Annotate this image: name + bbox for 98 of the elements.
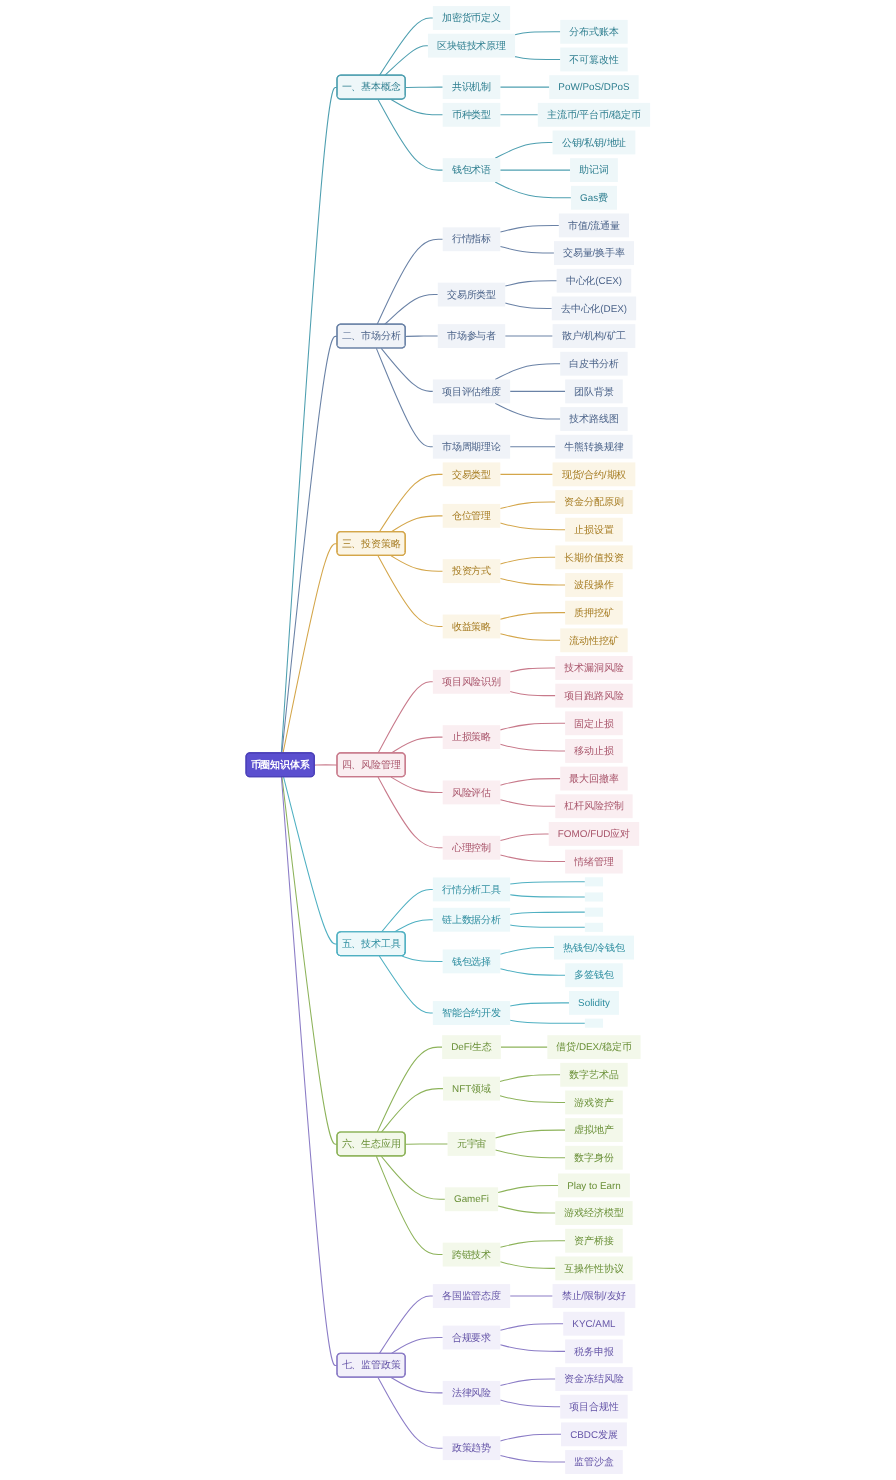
connector [499,833,550,842]
connector [499,778,561,786]
connector [380,888,434,933]
connector [390,776,444,793]
connector [393,919,434,933]
connector [499,522,566,531]
connector [404,335,439,337]
connector [504,280,558,287]
connector [514,31,561,36]
connector [383,294,439,326]
connector [314,764,338,766]
connector [499,612,566,620]
connector [509,911,586,915]
connector [499,169,571,171]
connector [377,776,444,849]
connector [390,736,444,754]
node-box [584,877,603,887]
connector [509,924,586,928]
connector [282,543,338,754]
connector [494,402,561,420]
connector [282,776,338,945]
connector [499,114,539,116]
connector [499,86,550,88]
connector [497,1184,559,1194]
connector [509,691,556,697]
connector [497,1205,556,1214]
connector [499,577,566,586]
connector [401,955,444,962]
connector [499,501,556,510]
connector [499,1378,556,1387]
connector [380,1155,446,1200]
connector [376,238,444,326]
connector [499,1074,561,1082]
connector [509,1002,570,1007]
connector [509,667,556,673]
connector [375,347,434,448]
connector [509,1295,553,1297]
connector [499,968,566,976]
connector [514,56,561,60]
connector [390,555,444,572]
connector [390,515,444,533]
connector [376,1046,443,1133]
node-box [584,892,603,902]
connector [499,1240,566,1248]
connector [499,799,556,807]
connector [509,881,586,885]
connector [499,1323,564,1331]
connector [499,633,561,641]
connector [494,141,553,159]
connector [499,1095,566,1103]
connector [499,743,566,752]
connector [378,1295,434,1355]
connector [404,1143,449,1145]
connector [499,947,555,955]
connector [378,17,434,77]
connector [499,1344,566,1352]
connector [509,1019,586,1024]
connector [494,363,561,380]
connector [378,955,434,1014]
connector [378,473,444,533]
connector [494,181,572,199]
connector [281,335,338,754]
connector [499,722,566,731]
connector [383,45,429,77]
connector [509,390,566,392]
connector [499,1399,561,1408]
connector [281,776,338,1145]
connector [499,1433,562,1442]
connector [390,98,444,116]
connector [509,446,556,448]
connector [375,1155,444,1256]
connector [504,335,553,337]
node-box [584,1018,603,1028]
connector [377,555,444,627]
node-box [584,922,603,932]
connector [280,776,338,1367]
connector [499,246,555,254]
connector [504,302,553,309]
connector [377,98,444,171]
connector [380,1088,444,1133]
connector [380,347,434,392]
connector [494,1149,566,1159]
connector [499,473,553,475]
connector [499,854,566,863]
connector [390,1377,444,1394]
connector [494,1129,566,1139]
connector [404,86,444,89]
connector [499,1261,556,1269]
connector [500,1046,548,1048]
connector [390,1337,444,1355]
connector [509,894,586,898]
connector [499,556,556,565]
node-box [584,907,603,917]
connector [377,1377,444,1449]
connector [377,681,434,754]
connector [280,86,338,754]
connector [499,224,560,233]
connector [499,1454,566,1463]
